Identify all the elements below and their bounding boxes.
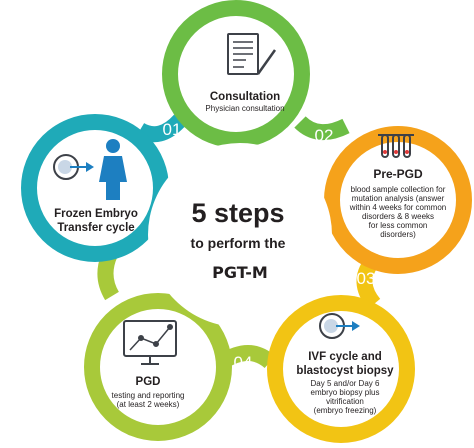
step-02-desc-line: within 4 weeks for common — [349, 203, 446, 212]
center-pgt-m: PGT-M — [212, 263, 268, 282]
step-03-title-line: blastocyst biopsy — [296, 365, 394, 377]
step-01-title: Consultation — [210, 91, 280, 103]
step-04-desc-line: (at least 2 weeks) — [117, 400, 180, 409]
step-03-number: 03 — [357, 269, 376, 288]
embryo-pipette-icon — [319, 313, 360, 339]
test-tubes-icon — [378, 134, 414, 158]
step-02-title: Pre-PGD — [373, 167, 423, 181]
step-02-desc-line: disorders) — [380, 230, 416, 239]
step-03-desc-line: (embryo freezing) — [314, 406, 377, 415]
step-05 — [21, 114, 169, 262]
step-05-ring — [21, 114, 169, 262]
step-01-number: 01 — [163, 120, 182, 139]
monitor-graph-icon — [123, 320, 177, 365]
step-05-title-line: Frozen Embryo — [54, 208, 138, 220]
step-02-desc-line: mutation analysis (answer — [352, 194, 445, 203]
step-02-number: 02 — [315, 126, 334, 145]
step-02-desc-line: blood sample collection for — [351, 185, 446, 194]
step-04-desc-line: testing and reporting — [112, 391, 185, 400]
center-subtitle: to perform the — [191, 235, 286, 251]
step-04-title: PGD — [136, 376, 161, 388]
step-02-desc-line: for less common — [369, 221, 428, 230]
step-04-number: 04 — [234, 353, 253, 372]
step-03-desc-line: embryo biopsy plus — [311, 388, 380, 397]
embryo-woman-icon — [53, 139, 127, 200]
step-05-title-line: Transfer cycle — [57, 222, 134, 234]
center-title: 5 steps — [191, 198, 284, 228]
step-03-title-line: IVF cycle and — [308, 351, 382, 363]
step-03-desc-line: vitrification — [326, 397, 364, 406]
step-03-ring — [267, 295, 415, 443]
center-circle — [148, 143, 332, 327]
step-05-number: 05 — [115, 261, 134, 280]
step-01-desc: Physician consultation — [205, 104, 284, 113]
step-03 — [267, 295, 415, 443]
connector-01-02 — [294, 115, 350, 140]
step-03-desc-line: Day 5 and/or Day 6 — [311, 379, 380, 388]
step-02-desc-line: disorders & 8 weeks — [362, 212, 434, 221]
document-signature-icon — [227, 33, 277, 75]
connector-05-01 — [135, 114, 186, 143]
